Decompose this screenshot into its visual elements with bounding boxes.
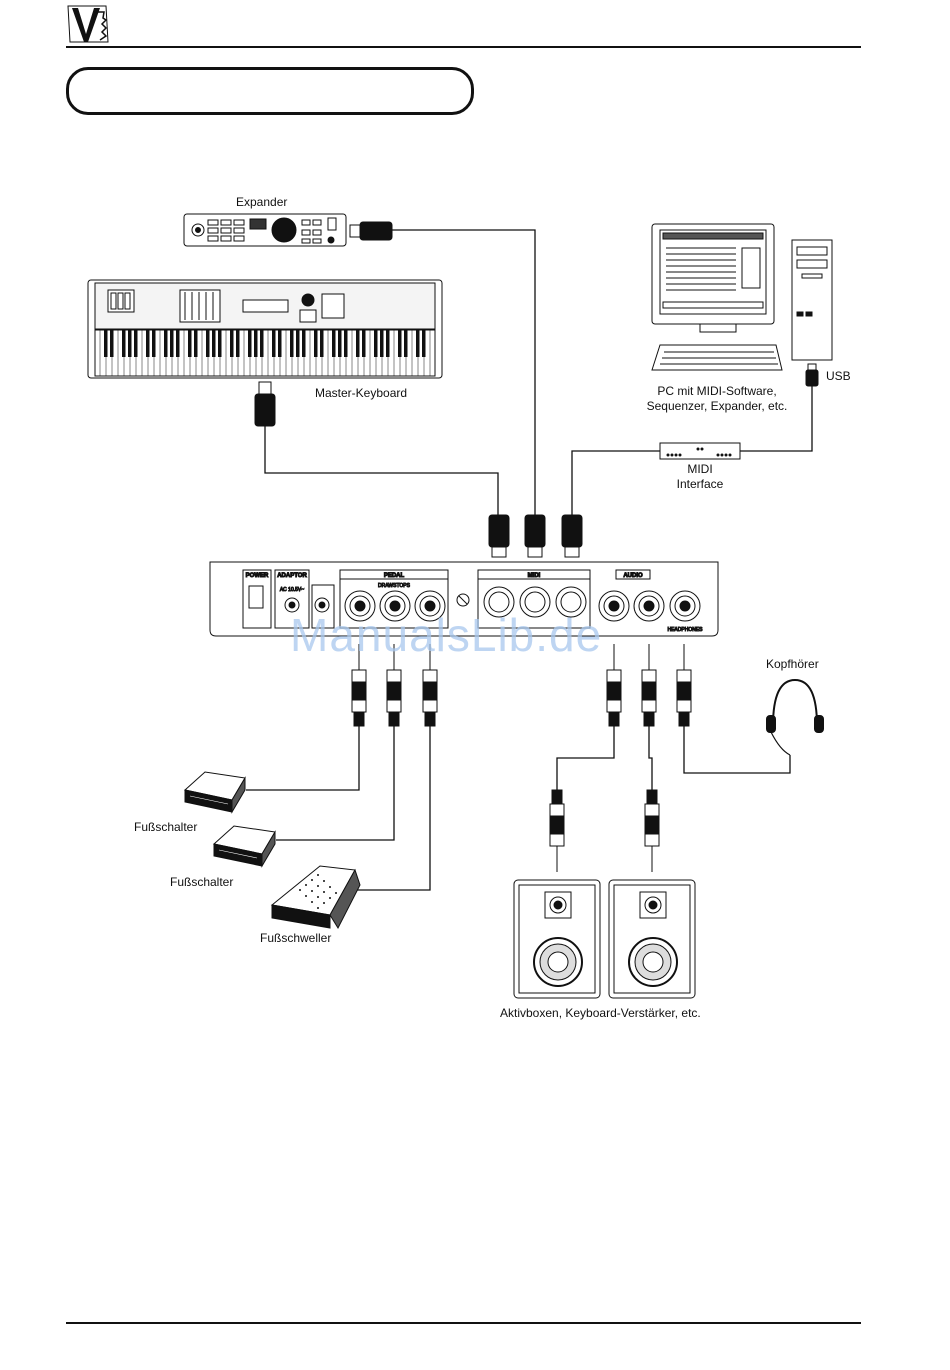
jack-plug — [642, 644, 656, 726]
foot-switch-1 — [185, 772, 245, 812]
panel-drawstops-label: DRAWSTOPS — [378, 583, 411, 589]
headphones-device — [767, 680, 823, 755]
jack-plug — [550, 790, 564, 872]
panel-headphones-label: HEADPHONES — [667, 627, 703, 633]
jack-plug — [607, 644, 621, 726]
panel-midi-label: MIDI — [528, 573, 541, 579]
label-speakers: Aktivboxen, Keyboard-Verstärker, etc. — [500, 1006, 701, 1020]
label-expander: Expander — [236, 195, 287, 209]
midi-plugs — [489, 515, 582, 557]
cable-switch-2 — [276, 726, 394, 840]
cable-switch-1 — [246, 726, 359, 790]
panel-audio-label: AUDIO — [623, 573, 643, 579]
label-kopfhoerer: Kopfhörer — [766, 657, 819, 671]
speaker-left — [514, 880, 600, 998]
cable-speaker-2 — [649, 726, 652, 790]
cable-swell — [354, 726, 430, 890]
label-midi-interface: MIDI Interface — [677, 462, 724, 492]
label-fussschalter-2: Fußschalter — [170, 875, 233, 889]
jack-plug — [677, 644, 691, 726]
panel-pedal-label: PEDAL — [384, 573, 405, 579]
jack-plugs — [352, 644, 691, 872]
panel-ac-label: AC 10.5V~ — [280, 587, 304, 593]
jack-plug — [645, 790, 659, 872]
cable-keyboard — [265, 425, 498, 515]
pc-device — [652, 224, 832, 386]
label-fussschalter-1: Fußschalter — [134, 820, 197, 834]
label-fussschweller: Fußschweller — [260, 931, 331, 945]
label-pc: PC mit MIDI-Software, Sequenzer, Expande… — [647, 384, 788, 414]
label-usb: USB — [826, 369, 851, 383]
cable-midi-interface — [572, 451, 660, 515]
label-master-keyboard: Master-Keyboard — [315, 386, 407, 400]
watermark: ManualsLib.de — [290, 608, 602, 662]
cable-headphones — [684, 726, 790, 773]
master-keyboard-device — [88, 280, 442, 426]
panel-power-label: POWER — [246, 573, 269, 579]
cable-speaker-1 — [557, 726, 614, 790]
foot-switch-2 — [214, 826, 275, 866]
expander-device — [184, 214, 392, 246]
midi-interface-device — [660, 443, 740, 459]
swell-pedal — [272, 866, 360, 928]
panel-adaptor-label: ADAPTOR — [277, 573, 307, 579]
speaker-right — [609, 880, 695, 998]
